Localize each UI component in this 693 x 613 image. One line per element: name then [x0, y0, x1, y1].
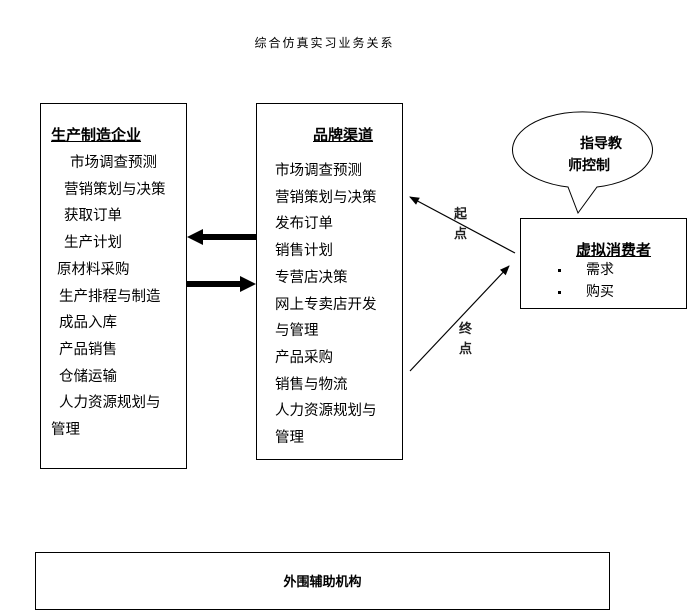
brand-channel-item: 市场调查预测 [275, 163, 362, 179]
instructor-bubble-line2: 师控制 [568, 158, 610, 174]
consumer-bullet-item: 需求 [586, 262, 614, 278]
instructor-speech-bubble [512, 111, 653, 215]
brand-channel-item: 产品采购 [275, 349, 333, 366]
support-org-label: 外围辅助机构 [283, 575, 362, 590]
brand-channel-box: 品牌渠道 市场调查预测 营销策划与决策 发布订单 销售计划 专营店决策 网上专卖… [256, 103, 403, 460]
brand-channel-list: 市场调查预测 营销策划与决策 发布订单 销售计划 专营店决策 网上专卖店开发 与… [275, 158, 377, 452]
end-point-label: 终 点 [459, 320, 473, 360]
manufacturer-box: 生产制造企业 市场调查预测 营销策划与决策 获取订单 生产计划 原材料采购 生产… [40, 103, 187, 469]
manufacturer-item: 市场调查预测 [70, 155, 157, 171]
arrow-brand-to-manufacturer [187, 229, 256, 245]
manufacturer-item: 人力资源规划与 [59, 395, 161, 412]
manufacturer-item: 营销策划与决策 [64, 181, 166, 198]
support-org-box: 外围辅助机构 [35, 552, 610, 610]
brand-channel-item: 营销策划与决策 [275, 189, 377, 206]
manufacturer-item: 生产排程与制造 [59, 288, 161, 305]
arrow-end-line [409, 265, 510, 372]
virtual-consumer-box: 虚拟消费者 需求 购买 [520, 218, 687, 309]
brand-channel-item: 发布订单 [275, 216, 333, 233]
start-label-char: 点 [454, 227, 468, 242]
manufacturer-item: 原材料采购 [57, 261, 130, 278]
brand-channel-heading: 品牌渠道 [313, 126, 374, 144]
start-label-char: 起 [454, 207, 468, 222]
manufacturer-item: 管理 [51, 422, 80, 439]
arrow-start-line [409, 196, 516, 254]
brand-channel-item: 与管理 [275, 323, 319, 340]
manufacturer-item: 成品入库 [59, 315, 117, 332]
manufacturer-heading: 生产制造企业 [51, 126, 142, 144]
instructor-bubble-line1: 指导教 [580, 136, 622, 152]
end-label-char: 终 [459, 322, 473, 337]
end-label-char: 点 [459, 342, 473, 357]
manufacturer-item: 生产计划 [64, 235, 122, 252]
bullet-icon [558, 269, 561, 272]
virtual-consumer-heading: 虚拟消费者 [576, 241, 652, 259]
brand-channel-item: 销售与物流 [275, 376, 348, 393]
start-point-label: 起 点 [454, 205, 468, 245]
diagram-title: 综合仿真实习业务关系 [254, 36, 395, 50]
consumer-bullet-item: 购买 [586, 284, 614, 300]
manufacturer-list: 市场调查预测 营销策划与决策 获取订单 生产计划 原材料采购 生产排程与制造 成… [51, 150, 166, 444]
bullet-icon [558, 291, 561, 294]
brand-channel-item: 人力资源规划与 [275, 403, 377, 420]
arrow-manufacturer-to-brand [187, 276, 256, 292]
brand-channel-item: 专营店决策 [275, 269, 348, 286]
manufacturer-item: 仓储运输 [59, 368, 117, 385]
manufacturer-item: 产品销售 [59, 341, 117, 358]
brand-channel-item: 网上专卖店开发 [275, 296, 377, 313]
brand-channel-item: 销售计划 [275, 243, 333, 260]
brand-channel-item: 管理 [275, 430, 304, 447]
manufacturer-item: 获取订单 [64, 208, 122, 225]
